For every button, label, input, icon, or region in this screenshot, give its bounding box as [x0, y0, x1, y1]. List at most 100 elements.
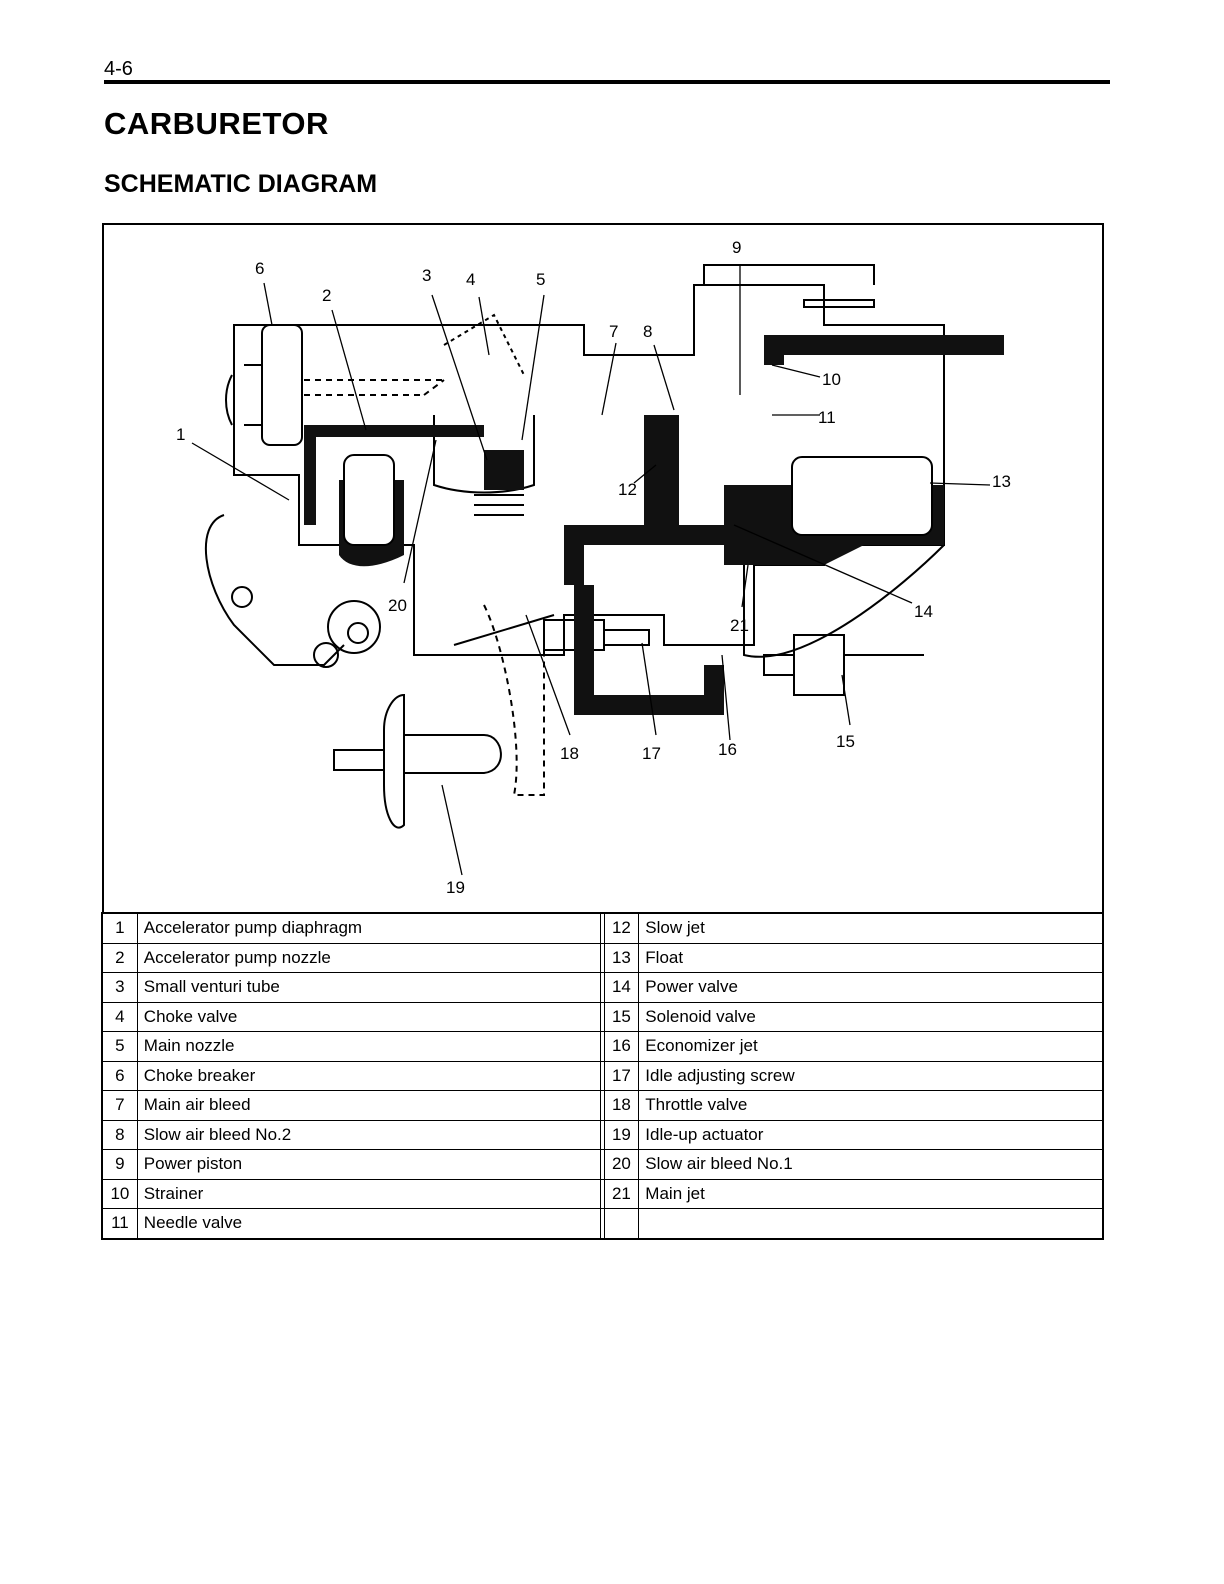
leader-15 [841, 674, 851, 726]
legend-label: Throttle valve [638, 1090, 1104, 1121]
legend-label [638, 1208, 1104, 1239]
leader-8 [653, 344, 675, 411]
table-row: 5 Main nozzle 16 Economizer jet [101, 1031, 1104, 1062]
legend-number: 17 [603, 1060, 640, 1091]
legend-number: 15 [603, 1001, 640, 1032]
leader-12 [633, 464, 657, 484]
leader-19 [441, 784, 463, 876]
legend-number: 11 [101, 1208, 138, 1239]
legend-label: Accelerator pump nozzle [136, 942, 602, 973]
throttle-lever-wheel [327, 600, 381, 654]
throttle-linkage [204, 514, 345, 666]
choke-breaker-link [225, 364, 262, 426]
schematic-figure: 1 2 3 4 5 6 7 8 9 10 11 12 13 14 15 16 1… [102, 223, 1104, 913]
leader-3 [431, 294, 488, 461]
legend-label: Small venturi tube [136, 972, 602, 1003]
economizer-passage [574, 585, 724, 715]
callout-17: 17 [642, 744, 661, 763]
legend-number: 20 [603, 1149, 640, 1180]
legend-label: Needle valve [136, 1208, 602, 1239]
header-rule [104, 80, 1110, 84]
table-row: 1 Accelerator pump diaphragm 12 Slow jet [101, 912, 1104, 944]
legend-label: Choke valve [136, 1001, 602, 1032]
legend-number: 16 [603, 1031, 640, 1062]
callout-20: 20 [388, 596, 407, 615]
venturi-wall [433, 415, 535, 494]
legend-label: Strainer [136, 1178, 602, 1209]
table-row: 6 Choke breaker 17 Idle adjusting screw [101, 1060, 1104, 1091]
callout-13: 13 [992, 472, 1011, 491]
page-number: 4-6 [104, 58, 133, 80]
throttle-valve-dashed [483, 604, 545, 796]
callout-1: 1 [176, 425, 185, 444]
legend-label: Accelerator pump diaphragm [136, 912, 602, 944]
legend-number: 4 [101, 1001, 138, 1032]
leader-1 [191, 442, 290, 501]
table-row: 8 Slow air bleed No.2 19 Idle-up actuato… [101, 1119, 1104, 1150]
callout-21: 21 [730, 616, 749, 635]
leader-6 [263, 282, 273, 326]
venturi-lines [474, 494, 524, 516]
choke-valve-dashed [443, 313, 525, 376]
leader-16 [721, 654, 731, 741]
idle-up-actuator-body [383, 693, 405, 829]
pump-passage [304, 425, 484, 525]
legend-label: Power piston [136, 1149, 602, 1180]
main-passage [564, 525, 744, 585]
leader-20 [403, 439, 437, 584]
table-row: 2 Accelerator pump nozzle 13 Float [101, 942, 1104, 973]
leader-7 [601, 342, 617, 416]
callout-3: 3 [422, 266, 431, 285]
legend-label: Idle adjusting screw [638, 1060, 1104, 1091]
table-row: 10 Strainer 21 Main jet [101, 1178, 1104, 1209]
callout-4: 4 [466, 270, 475, 289]
idle-up-actuator-rod [333, 749, 385, 771]
legend-label: Slow jet [638, 912, 1104, 944]
legend-number: 10 [101, 1178, 138, 1209]
leader-2 [331, 309, 367, 431]
float-bowl-wall [743, 505, 945, 658]
legend-number: 9 [101, 1149, 138, 1180]
leader-10 [771, 364, 821, 378]
legend-label: Idle-up actuator [638, 1119, 1104, 1150]
legend-label: Main jet [638, 1178, 1104, 1209]
leader-17 [641, 642, 657, 736]
leader-5 [521, 294, 545, 441]
legend-number: 19 [603, 1119, 640, 1150]
legend-label: Solenoid valve [638, 1001, 1104, 1032]
idle-up-actuator-plunger [404, 734, 502, 774]
legend-label: Economizer jet [638, 1031, 1104, 1062]
idle-adjusting-screw-body [543, 619, 650, 651]
callout-15: 15 [836, 732, 855, 751]
legend-number: 18 [603, 1090, 640, 1121]
callout-19: 19 [446, 878, 465, 897]
leader-4 [478, 296, 490, 356]
legend-label: Power valve [638, 972, 1104, 1003]
legend-number: 8 [101, 1119, 138, 1150]
fuel-inlet-pipe [703, 264, 875, 285]
float [791, 456, 933, 536]
pump-reservoir [343, 454, 395, 546]
legend-number: 1 [101, 912, 138, 944]
choke-breaker-housing [261, 324, 303, 446]
callout-7: 7 [609, 322, 618, 341]
carburetor-schematic: 1 2 3 4 5 6 7 8 9 10 11 12 13 14 15 16 1… [176, 238, 1011, 897]
legend-number: 2 [101, 942, 138, 973]
legend-number: 5 [101, 1031, 138, 1062]
throttle-plate [453, 614, 555, 646]
callout-6: 6 [255, 259, 264, 278]
legend-number: 12 [603, 912, 640, 944]
callout-18: 18 [560, 744, 579, 763]
callout-8: 8 [643, 322, 652, 341]
fuel-passage-top [764, 335, 1004, 365]
leader-14 [733, 524, 913, 604]
throttle-lever-hub [347, 622, 369, 644]
leader-13 [929, 482, 991, 486]
callout-2: 2 [322, 286, 331, 305]
solenoid-valve-body [763, 634, 924, 696]
table-row: 7 Main air bleed 18 Throttle valve [101, 1090, 1104, 1121]
fuel-inlet-fitting [803, 299, 875, 308]
legend-number: 14 [603, 972, 640, 1003]
legend-label: Main air bleed [136, 1090, 602, 1121]
section-title: SCHEMATIC DIAGRAM [104, 170, 378, 198]
